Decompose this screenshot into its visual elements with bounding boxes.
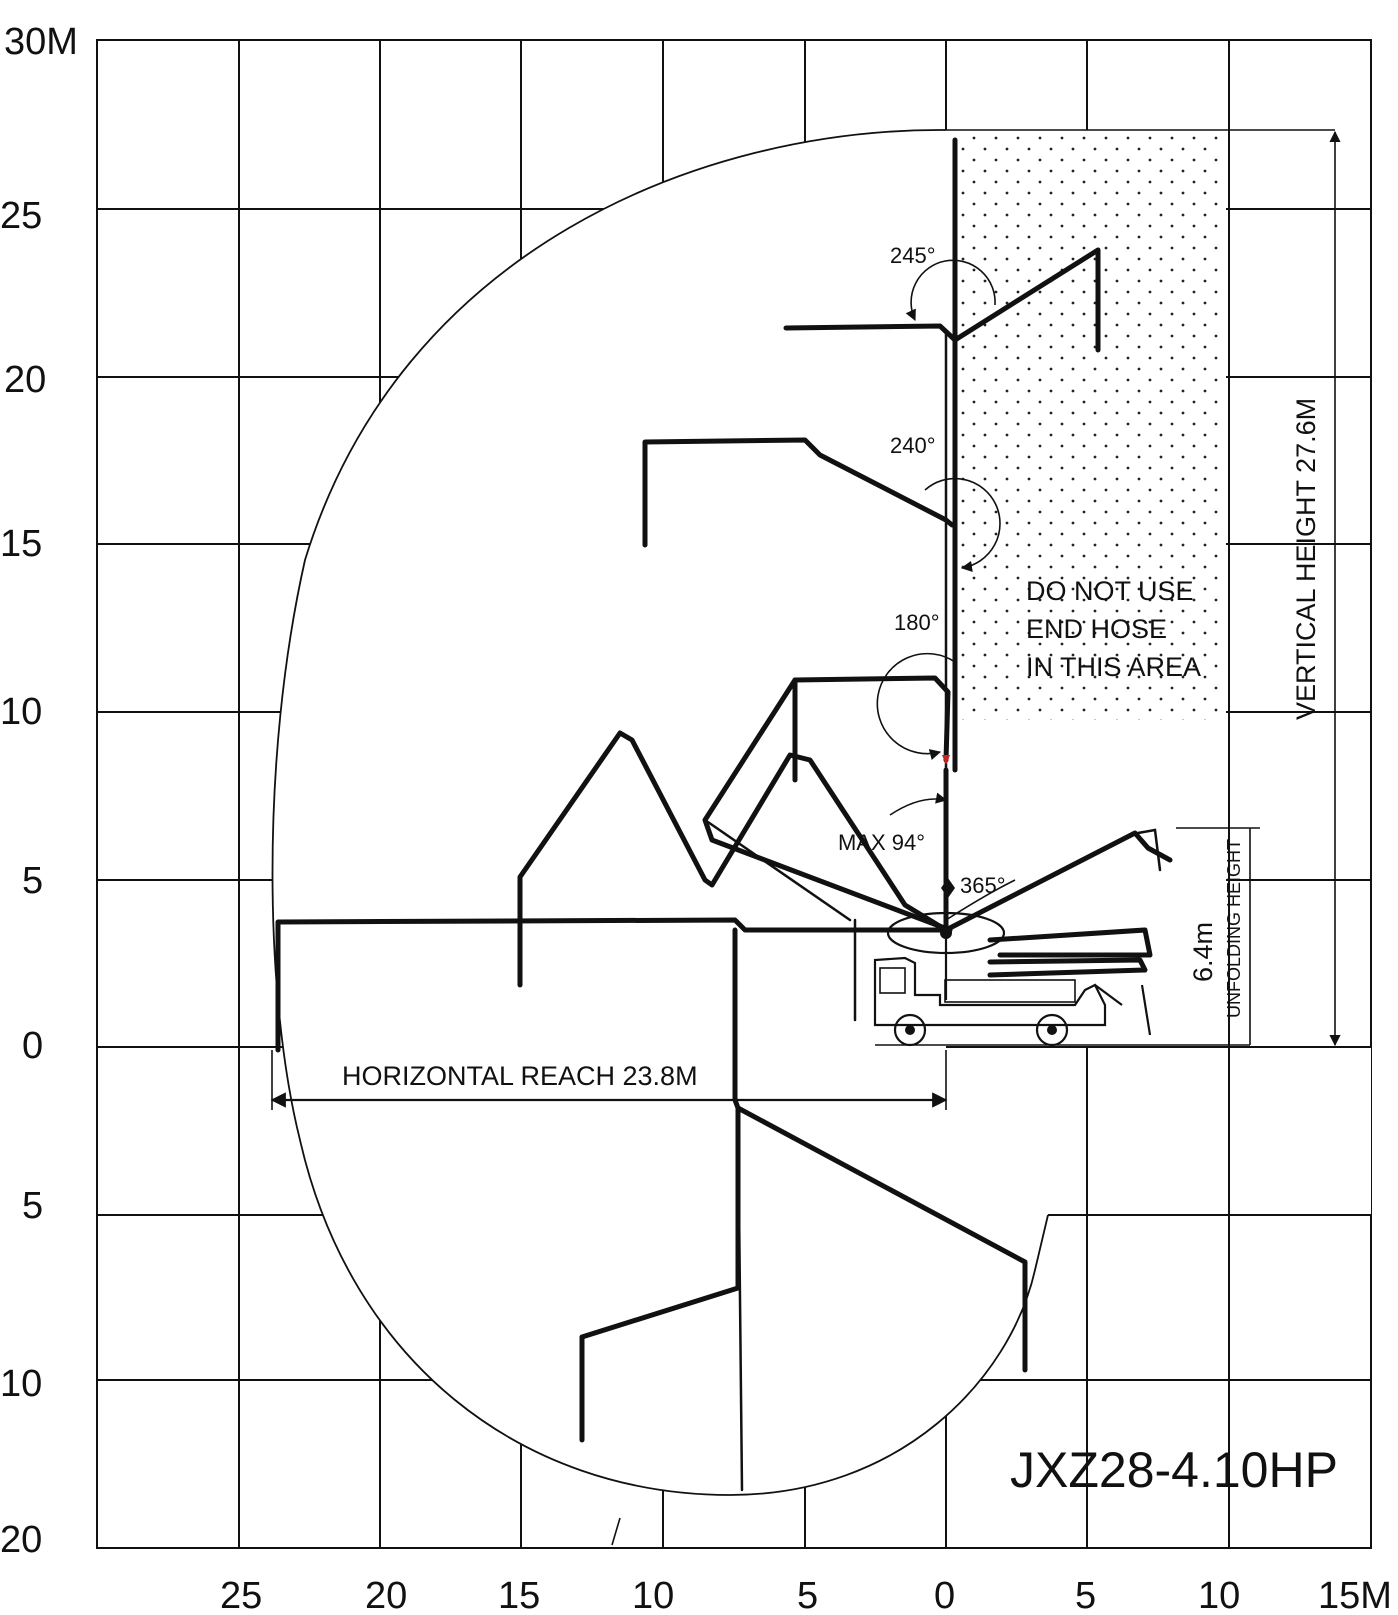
y-axis-labels: 30M 25 20 15 10 5 0 5 10 20	[0, 21, 78, 1561]
vertical-height-label: VERTICAL HEIGHT 27.6M	[1291, 398, 1321, 720]
arc-max94	[889, 792, 948, 816]
boom-configurations	[275, 137, 1173, 1492]
x-axis-labels: 25 20 15 10 5 0 5 10 15M	[220, 1575, 1392, 1615]
truck	[873, 911, 1250, 1047]
angle-245: 245°	[890, 243, 936, 268]
dimension-lines	[270, 130, 1341, 1546]
angle-arcs	[876, 259, 1016, 921]
y-axis-label: 20	[4, 359, 46, 401]
y-axis-label: 25	[0, 195, 42, 237]
horizontal-reach-label: HORIZONTAL REACH 23.8M	[342, 1061, 698, 1091]
x-axis-label: 5	[1075, 1575, 1096, 1615]
working-envelope-fill	[272, 129, 1371, 1496]
y-axis-label: 20	[0, 1519, 42, 1561]
y-axis-label: 5	[22, 1185, 43, 1227]
arc-365	[941, 878, 955, 898]
boom-pos-240	[642, 437, 955, 548]
grid-frame	[96, 39, 1372, 1549]
boom-pos-zigzag	[517, 730, 949, 988]
arc-240	[924, 477, 1001, 572]
no-hose-text-1: DO NOT USE	[1026, 576, 1194, 606]
x-axis-label: 10	[632, 1575, 674, 1615]
no-hose-text-2: END HOSE	[1026, 614, 1167, 644]
arc-180	[876, 652, 956, 760]
x-axis-label: 10	[1198, 1575, 1240, 1615]
arc-245	[905, 259, 996, 322]
red-marker	[942, 755, 950, 765]
no-hose-text-3: IN THIS AREA	[1026, 652, 1201, 682]
annotations: DO NOT USE END HOSE IN THIS AREA VERTICA…	[342, 243, 1338, 1498]
angle-180: 180°	[894, 610, 940, 635]
y-axis-label: 10	[0, 1363, 42, 1405]
x-axis-label: 20	[365, 1575, 407, 1615]
y-axis-label: 10	[0, 691, 42, 733]
x-axis-label: 15M	[1318, 1575, 1392, 1615]
x-axis-label: 15	[498, 1575, 540, 1615]
angle-max94: MAX 94°	[838, 830, 925, 855]
y-axis-label: 5	[22, 860, 43, 902]
model-name: JXZ28-4.10HP	[1010, 1442, 1338, 1498]
y-axis-label: 30M	[4, 21, 78, 63]
no-hose-area	[958, 135, 1220, 720]
angle-240: 240°	[890, 433, 936, 458]
unfolding-height-value: 6.4m	[1188, 922, 1218, 982]
x-axis-label: 0	[934, 1575, 955, 1615]
x-axis-label: 5	[797, 1575, 818, 1615]
y-axis-label: 0	[22, 1025, 43, 1067]
unfolding-height-label: UNFOLDING HEIGHT	[1224, 839, 1244, 1018]
x-axis-label: 25	[220, 1575, 262, 1615]
boom-pos-top	[783, 247, 1101, 353]
boom-pos-180	[792, 675, 951, 783]
y-axis-label: 15	[0, 523, 42, 565]
angle-365: 365°	[960, 873, 1006, 898]
truck-body	[873, 956, 1107, 1027]
boom-pos-horizontal	[275, 917, 949, 1053]
